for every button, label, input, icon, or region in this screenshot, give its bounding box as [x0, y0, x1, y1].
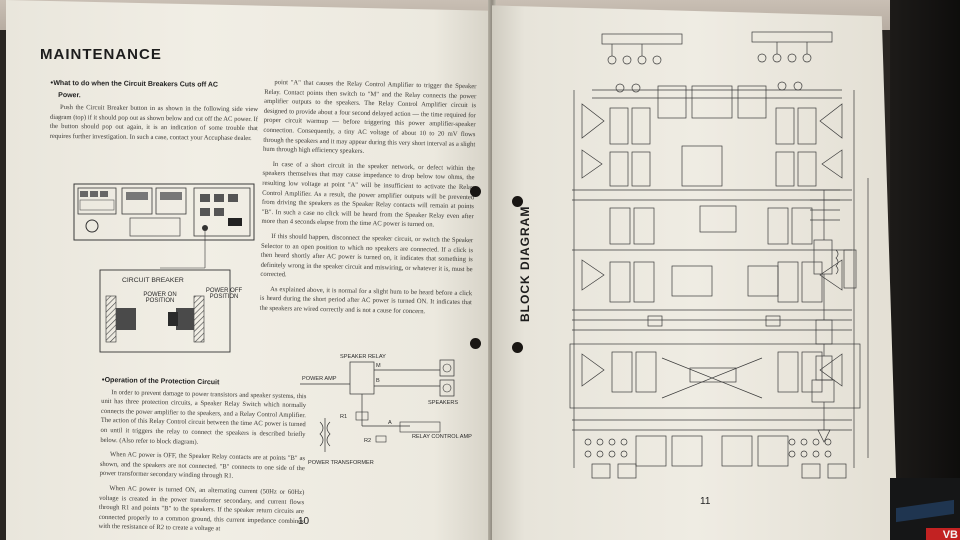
label-power-off-position: POWER OFF POSITION	[205, 288, 243, 300]
block-diagram-title: BLOCK DIAGRAM	[518, 205, 532, 322]
paragraph-circuit-breaker: Push the Circuit Breaker button in as sh…	[49, 104, 259, 142]
binder-hole-4	[512, 342, 523, 353]
page-number-right: 11	[700, 496, 711, 507]
background-right	[890, 0, 960, 540]
svg-text:SPEAKER RELAY: SPEAKER RELAY	[340, 354, 386, 360]
svg-text:R2: R2	[364, 438, 371, 444]
column-1: What to do when the Circuit Breakers Cut…	[50, 79, 259, 149]
column-2: point "A" that causes the Relay Control …	[260, 78, 477, 323]
corner-object-stripe	[896, 499, 954, 523]
paragraph-protection-2: When AC power is OFF, the Speaker Relay …	[99, 451, 306, 480]
svg-text:R1: R1	[340, 414, 347, 420]
paragraph-col2-3: If this should happen, disconnect the sp…	[260, 232, 474, 279]
paragraph-protection-1: In order to prevent damage to power tran…	[100, 388, 307, 446]
corner-object-text: VB	[942, 529, 958, 540]
page-title-maintenance: MAINTENANCE	[40, 46, 162, 63]
corner-object-label	[926, 528, 960, 540]
section-heading-circuit-breaker-cont: Power.	[58, 91, 81, 99]
binder-hole-2	[470, 338, 481, 349]
svg-text:A: A	[388, 420, 392, 426]
right-page	[492, 5, 898, 540]
svg-text:RELAY CONTROL AMP: RELAY CONTROL AMP	[412, 434, 472, 440]
paragraph-col2-1: point "A" that causes the Relay Control …	[262, 79, 477, 156]
binder-hole-1	[470, 186, 481, 197]
svg-text:SPEAKERS: SPEAKERS	[428, 400, 458, 406]
svg-text:POWER TRANSFORMER: POWER TRANSFORMER	[308, 460, 374, 466]
block-diagram-title-wrap: BLOCK DIAGRAM	[518, 206, 532, 422]
page-number-left: 10	[298, 516, 310, 527]
circuit-breaker-title: CIRCUIT BREAKER	[122, 277, 184, 284]
column-1-lower: Operation of the Protection Circuit In o…	[98, 376, 306, 540]
svg-text:POWER AMP: POWER AMP	[302, 376, 337, 382]
corner-object: VB	[890, 478, 960, 540]
svg-text:B: B	[376, 378, 380, 384]
paragraph-col2-2: In case of a short circuit in the speake…	[261, 160, 475, 229]
paragraph-protection-3: When AC power is turned ON, an alternati…	[98, 484, 305, 533]
section-heading-circuit-breaker: What to do when the Circuit Breakers Cut…	[50, 79, 258, 91]
speaker-relay-schematic: SPEAKER RELAY POWER AMP SPEAKERS M B R1 …	[300, 354, 472, 466]
svg-text:M: M	[376, 363, 381, 369]
paragraph-col2-4: As explained above, it is normal for a s…	[259, 285, 473, 316]
power-supply-schematic	[810, 189, 857, 443]
label-power-on-position: POWER ON POSITION	[143, 292, 177, 304]
circuit-breaker-figure: CIRCUIT BREAKER	[73, 183, 255, 353]
binder-hole-3	[512, 196, 523, 207]
